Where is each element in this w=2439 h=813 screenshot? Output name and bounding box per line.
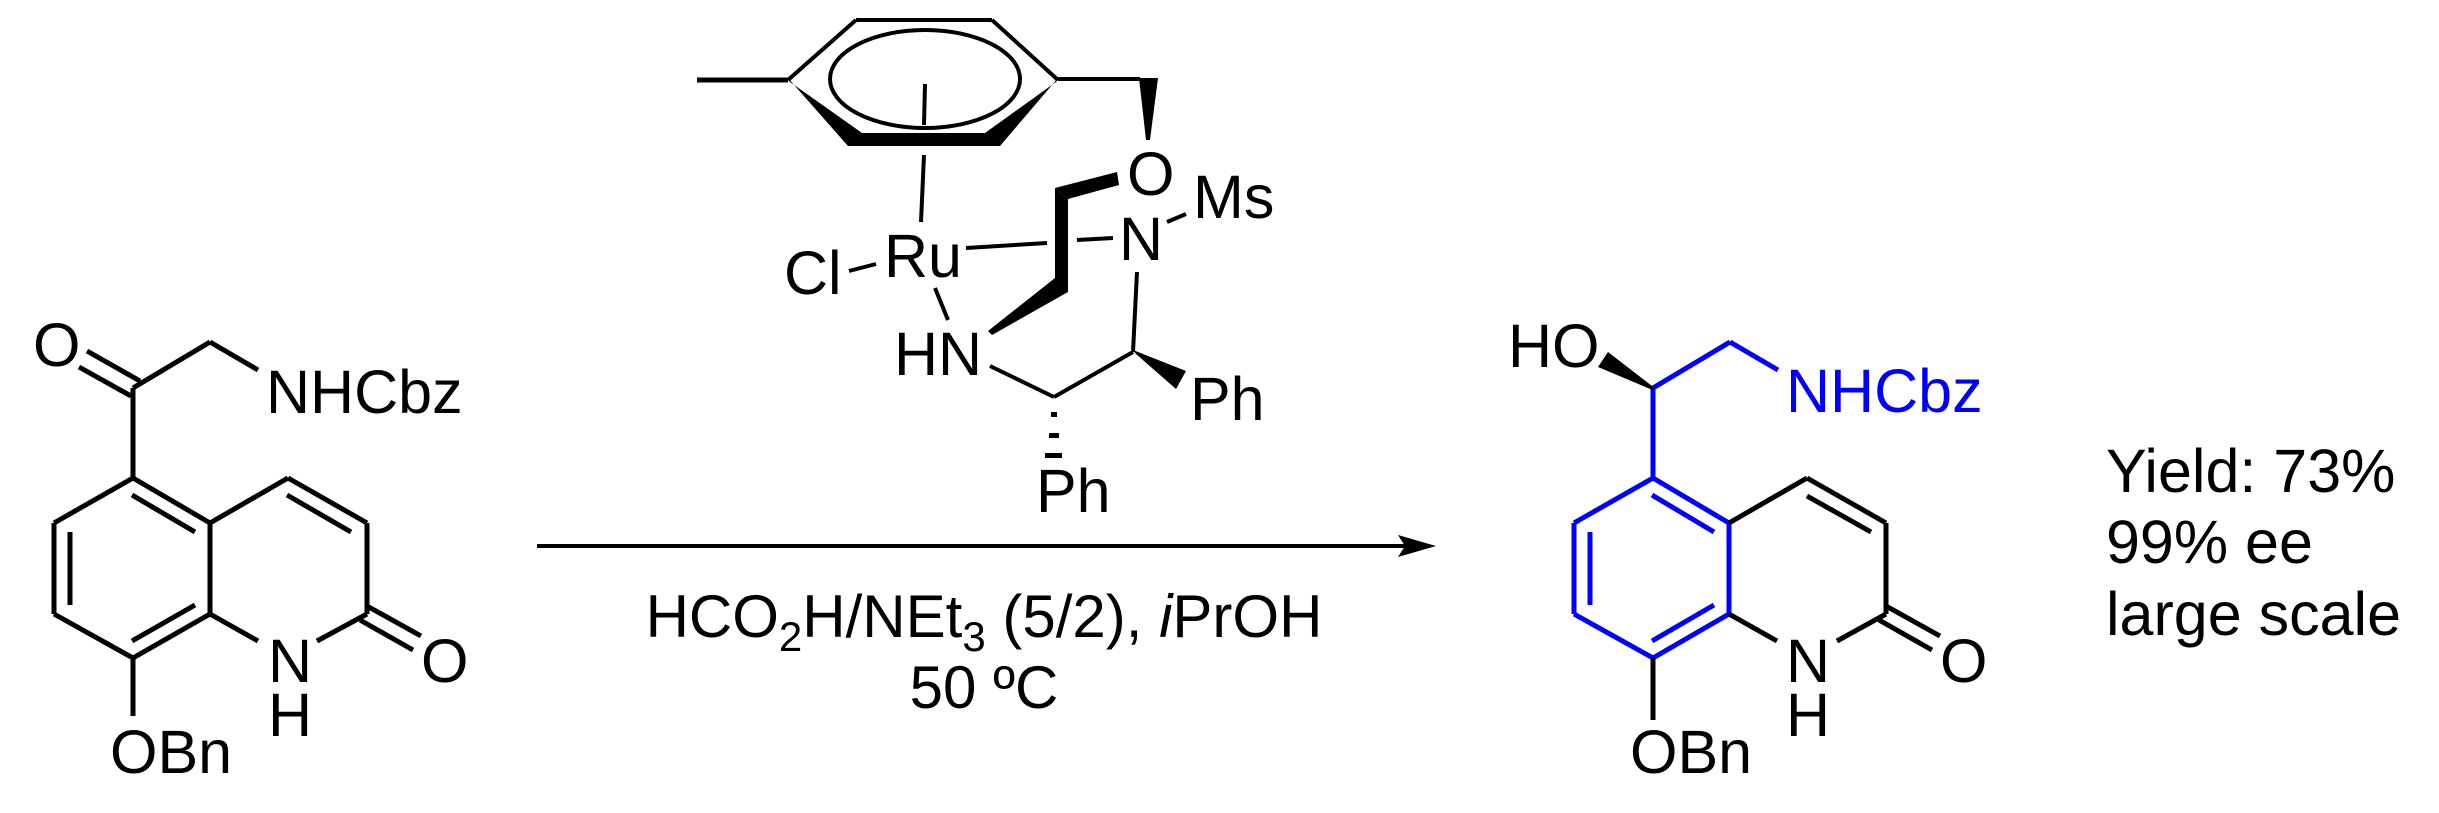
- sm-nhcbz-label: NHCbz: [266, 358, 463, 426]
- catalyst-hn-label: HN: [894, 320, 982, 388]
- product-ho-label: HO: [1508, 312, 1600, 380]
- reaction-conditions: HCO2H/NEt3 (5/2), iPrOH 50 ºC: [646, 583, 1323, 721]
- scale-text: large scale: [2106, 580, 2401, 648]
- ee-text: 99% ee: [2106, 508, 2313, 576]
- catalyst-ph-right-label: Ph: [1190, 365, 1265, 433]
- starting-material: O NHCbz N H O OBn: [33, 311, 468, 786]
- reaction-arrow: [537, 535, 1436, 557]
- product-obn-label: OBn: [1630, 718, 1752, 786]
- catalyst-ph-bottom-label: Ph: [1036, 457, 1111, 525]
- ru-catalyst: Cl Ru O N Ms HN Ph Ph: [697, 18, 1274, 525]
- product-ring-nitrogen: N: [1786, 627, 1830, 695]
- sm-obn-label: OBn: [110, 718, 232, 786]
- product-lactam-oxygen: O: [1940, 627, 1987, 695]
- product-ring-nh-hydrogen: H: [1786, 681, 1830, 749]
- catalyst-n-label: N: [1119, 205, 1163, 273]
- sm-lactam-oxygen: O: [421, 627, 468, 695]
- conditions-line-1: HCO2H/NEt3 (5/2), iPrOH: [646, 583, 1323, 660]
- catalyst-cl-label: Cl: [784, 239, 842, 307]
- product-nhcbz-label: NHCbz: [1786, 357, 1983, 425]
- sm-ring-nh-hydrogen: H: [268, 681, 312, 749]
- conditions-line-2: 50 ºC: [910, 654, 1059, 721]
- catalyst-o-label: O: [1127, 140, 1174, 208]
- product: HO NHCbz N H O OBn: [1508, 312, 1987, 786]
- arrowhead-icon: [1398, 535, 1436, 557]
- catalyst-ru-label: Ru: [884, 222, 962, 290]
- yield-text: Yield: 73%: [2106, 437, 2395, 505]
- sm-ketone-oxygen: O: [33, 311, 80, 379]
- sm-ring-nitrogen: N: [268, 627, 312, 695]
- catalyst-ms-label: Ms: [1193, 163, 1274, 231]
- results-summary: Yield: 73% 99% ee large scale: [2106, 437, 2401, 648]
